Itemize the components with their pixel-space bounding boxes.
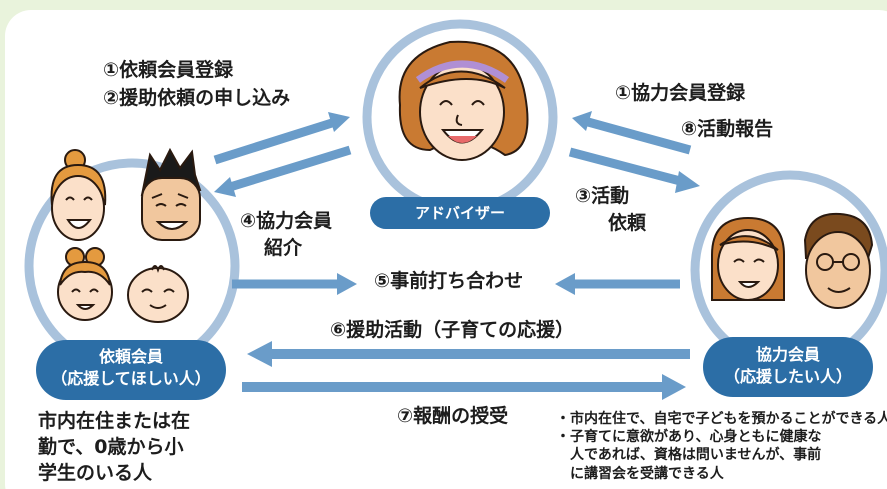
step-3-line2: 依頼 bbox=[608, 212, 647, 234]
step-1-requester-registration: ①依頼会員登録 bbox=[103, 59, 234, 81]
father-face-icon bbox=[140, 147, 202, 241]
helper-label-line1: 協力会員 bbox=[755, 345, 820, 364]
baby-face-icon bbox=[127, 265, 189, 323]
step-1-helper-registration: ①協力会員登録 bbox=[615, 82, 746, 104]
step-5-meeting: ⑤事前打ち合わせ bbox=[374, 270, 524, 292]
helper-note-2-line1: 子育てに意欲があり、心身ともに健康な bbox=[570, 429, 822, 446]
arrow-adviser-to-requester bbox=[214, 145, 352, 197]
adviser-label-text: アドバイザー bbox=[414, 204, 505, 222]
step-7-payment: ⑦報酬の授受 bbox=[397, 405, 509, 427]
requester-label-line2: （応援してほしい人） bbox=[51, 369, 211, 388]
helper-label-line2: （応援したい人） bbox=[723, 367, 852, 386]
step-4-line1: ④協力会員 bbox=[240, 210, 333, 232]
adviser-label: アドバイザー bbox=[370, 197, 550, 229]
arrow-meeting-left bbox=[232, 273, 357, 295]
step-2-support-request: ②援助依頼の申し込み bbox=[103, 87, 291, 109]
female-helper-face-icon bbox=[711, 216, 785, 301]
arrow-helper-to-adviser bbox=[572, 111, 692, 155]
helper-note-2-line3: に講習会を受講できる人 bbox=[570, 465, 724, 482]
adviser-face-icon bbox=[398, 40, 529, 161]
helper-notes: 市内在住で、自宅で子どもを預かることができる人 子育てに意欲があり、心身ともに健… bbox=[556, 410, 887, 483]
arrow-adviser-to-helper bbox=[568, 147, 700, 193]
arrow-meeting-right bbox=[555, 273, 680, 295]
requester-description-line3: 学生のいる人 bbox=[38, 462, 153, 484]
requester-label-line1: 依頼会員 bbox=[98, 347, 163, 366]
helper-label: 協力会員 （応援したい人） bbox=[703, 337, 873, 397]
arrows bbox=[213, 111, 700, 400]
arrow-support-activity bbox=[247, 341, 690, 367]
helper-note-2: 子育てに意欲があり、心身ともに健康な 人であれば、資格は問いませんが、事前 に講… bbox=[556, 428, 887, 483]
requester-description-line2: 勤で、0歳から小 bbox=[38, 436, 184, 458]
girl-face-icon bbox=[57, 247, 113, 321]
arrow-requester-to-adviser bbox=[213, 112, 350, 165]
helper-note-1: 市内在住で、自宅で子どもを預かることができる人 bbox=[556, 410, 887, 428]
male-helper-face-icon bbox=[803, 212, 874, 309]
requester-label: 依頼会員 （応援してほしい人） bbox=[36, 340, 226, 400]
requester-description-line1: 市内在住または在 bbox=[38, 410, 191, 432]
requester-description: 市内在住または在 勤で、0歳から小 学生のいる人 bbox=[38, 408, 190, 486]
step-8-activity-report: ⑧活動報告 bbox=[681, 118, 774, 140]
step-6-support-activity: ⑥援助活動（子育ての応援） bbox=[330, 319, 575, 341]
arrow-payment bbox=[242, 374, 686, 400]
step-3-line1: ③活動 bbox=[575, 185, 630, 207]
helper-note-2-line2: 人であれば、資格は問いませんが、事前 bbox=[570, 447, 822, 464]
step-4-line2: 紹介 bbox=[264, 237, 303, 259]
mother-face-icon bbox=[50, 149, 107, 241]
